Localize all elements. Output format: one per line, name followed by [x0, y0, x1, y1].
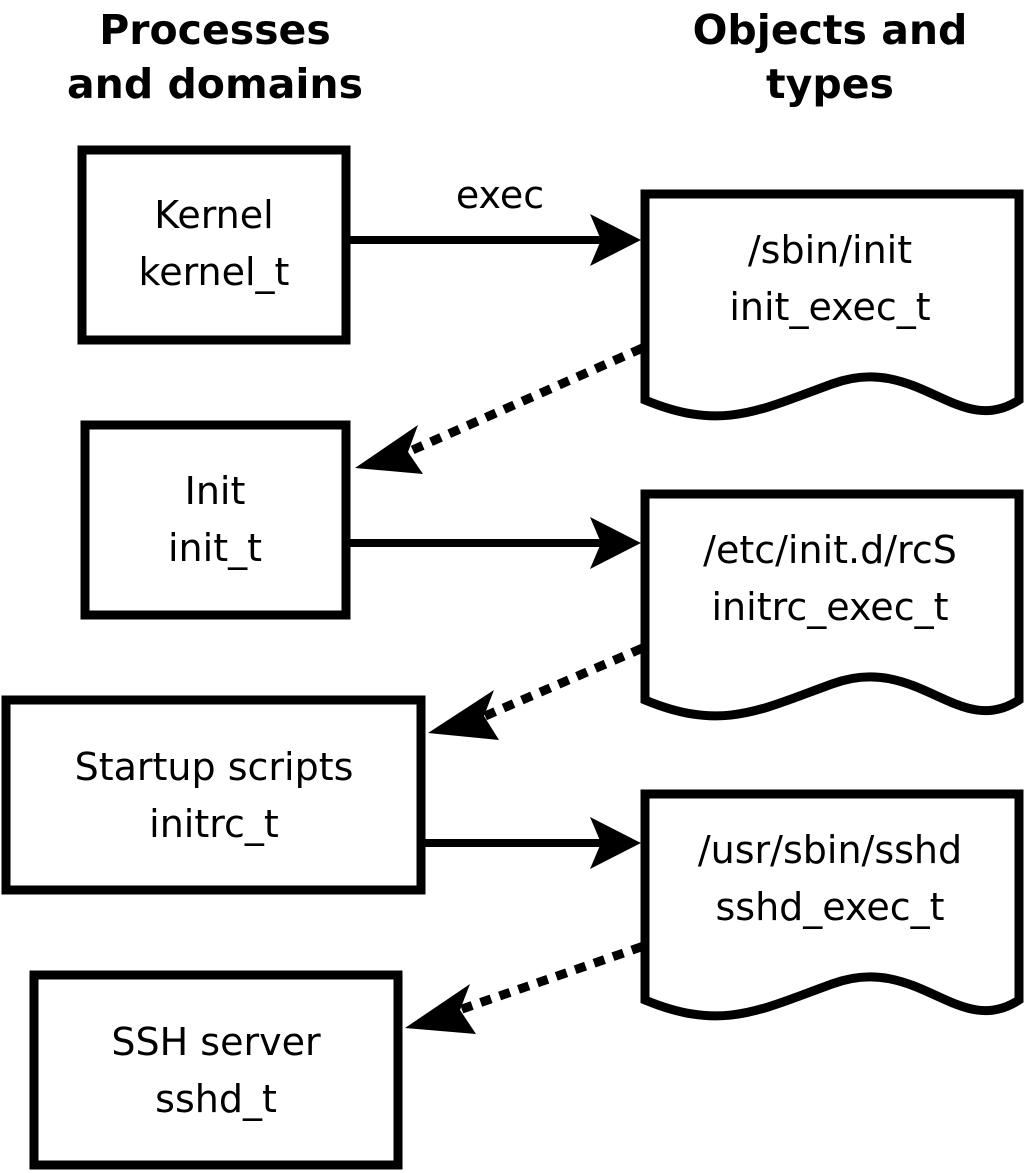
process-node-kernel-line1: Kernel — [154, 193, 273, 237]
object-node-sshd-exec-line1: /usr/sbin/sshd — [698, 828, 962, 872]
edge-init-exec-initrc-exec — [350, 517, 641, 569]
arrow-head-init-transition — [355, 425, 423, 474]
process-node-ssh-server-line1: SSH server — [111, 1020, 321, 1064]
object-node-init-exec-line2: init_exec_t — [729, 285, 930, 329]
object-node-initrc-exec-line1: /etc/init.d/rcS — [703, 528, 957, 572]
arrow-head-init-exec — [590, 517, 641, 569]
object-node-init-exec-line1: /sbin/init — [748, 228, 912, 272]
process-node-startup-scripts-line1: Startup scripts — [75, 745, 354, 789]
column-header-objects: Objects and types — [693, 6, 968, 108]
column-header-objects-line2: types — [766, 60, 894, 108]
object-node-initrc-exec[interactable]: /etc/init.d/rcS initrc_exec_t — [640, 489, 1024, 721]
object-node-sshd-exec[interactable]: /usr/sbin/sshd sshd_exec_t — [640, 789, 1024, 1021]
process-node-kernel-box[interactable] — [77, 145, 351, 345]
column-header-processes-line1: Processes — [99, 6, 331, 54]
process-node-init[interactable]: Init init_t — [80, 420, 351, 620]
object-node-initrc-exec-document-shape[interactable] — [640, 489, 1024, 721]
process-node-startup-scripts[interactable]: Startup scripts initrc_t — [1, 695, 426, 895]
object-node-init-exec-document-shape[interactable] — [640, 189, 1024, 421]
process-node-kernel-line2: kernel_t — [139, 250, 290, 294]
arrow-head-initrc-transition — [428, 690, 499, 740]
process-node-init-box[interactable] — [80, 420, 351, 620]
edge-sshd-exec-transition-sshd — [405, 942, 644, 1034]
edge-line-initrc-transition — [479, 644, 644, 722]
edge-line-sshd-transition — [456, 942, 644, 1015]
process-node-startup-scripts-line2: initrc_t — [149, 802, 279, 846]
arrow-head-sshd-transition — [405, 984, 476, 1034]
column-header-processes-line2: and domains — [67, 60, 363, 108]
edge-initrc-exec-sshd-exec — [425, 817, 641, 869]
arrow-head-initrc-exec — [590, 817, 641, 869]
object-node-initrc-exec-line2: initrc_exec_t — [712, 585, 949, 629]
edge-initrc-exec-transition-initrc — [428, 644, 644, 740]
process-node-startup-scripts-box[interactable] — [1, 695, 426, 895]
object-node-sshd-exec-document-shape[interactable] — [640, 789, 1024, 1021]
process-node-init-line2: init_t — [168, 526, 262, 570]
process-node-kernel[interactable]: Kernel kernel_t — [77, 145, 351, 345]
process-node-ssh-server[interactable]: SSH server sshd_t — [29, 970, 403, 1170]
object-node-init-exec[interactable]: /sbin/init init_exec_t — [640, 189, 1024, 421]
process-node-ssh-server-line2: sshd_t — [155, 1077, 277, 1121]
edge-label-exec: exec — [456, 173, 544, 217]
arrow-head-kernel-exec — [590, 214, 641, 266]
edge-kernel-exec-init-exec: exec — [350, 173, 641, 266]
process-node-ssh-server-box[interactable] — [29, 970, 403, 1170]
object-node-sshd-exec-line2: sshd_exec_t — [715, 885, 944, 929]
edge-init-exec-transition-init — [355, 344, 644, 474]
column-header-processes: Processes and domains — [67, 6, 363, 108]
column-header-objects-line1: Objects and — [693, 6, 968, 54]
edge-line-init-transition — [402, 344, 644, 458]
process-node-init-line1: Init — [185, 469, 246, 513]
